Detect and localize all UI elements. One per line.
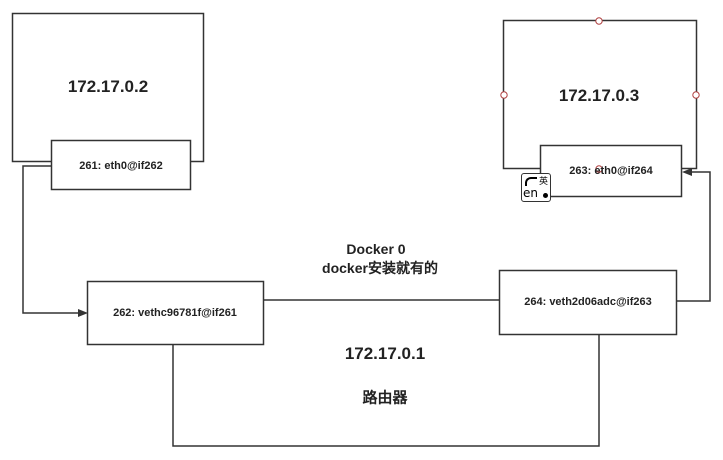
right-veth-label: 264: veth2d06adc@if263 <box>524 296 652 308</box>
right-eth0-box <box>539 144 683 198</box>
left-arrow <box>22 165 80 314</box>
bridge-note: docker安装就有的 <box>322 260 438 276</box>
right-arrow <box>677 171 711 302</box>
right-container-box <box>502 19 698 170</box>
right-eth0-label: 263: eth0@if264 <box>569 165 653 177</box>
ime-zh-label: 英 <box>538 176 548 186</box>
bridge-line <box>172 334 600 447</box>
right-container-ip: 172.17.0.3 <box>558 86 640 105</box>
resize-handle-top[interactable] <box>595 17 603 25</box>
left-veth-box <box>86 280 265 346</box>
ime-arc-icon <box>525 177 537 186</box>
bridge-role: 路由器 <box>362 389 408 407</box>
left-veth-label: 262: vethc96781f@if261 <box>113 307 237 319</box>
resize-handle-bottom[interactable] <box>595 165 603 173</box>
ime-en-label: en <box>523 186 538 200</box>
left-container-ip: 172.17.0.2 <box>67 77 149 96</box>
bridge-name: Docker 0 <box>346 241 406 257</box>
ime-dot-icon <box>543 193 548 198</box>
left-eth0-box <box>50 139 192 191</box>
bridge-ip: 172.17.0.1 <box>344 344 426 363</box>
right-arrow-head <box>682 168 692 176</box>
right-veth-box <box>498 269 678 336</box>
left-eth0-label: 261: eth0@if262 <box>79 160 163 172</box>
ime-toggle-icon[interactable]: 英 en <box>521 173 551 202</box>
resize-handle-left[interactable] <box>500 91 508 99</box>
resize-handle-right[interactable] <box>692 91 700 99</box>
left-container-box <box>11 12 205 163</box>
left-arrow-head <box>78 309 88 317</box>
